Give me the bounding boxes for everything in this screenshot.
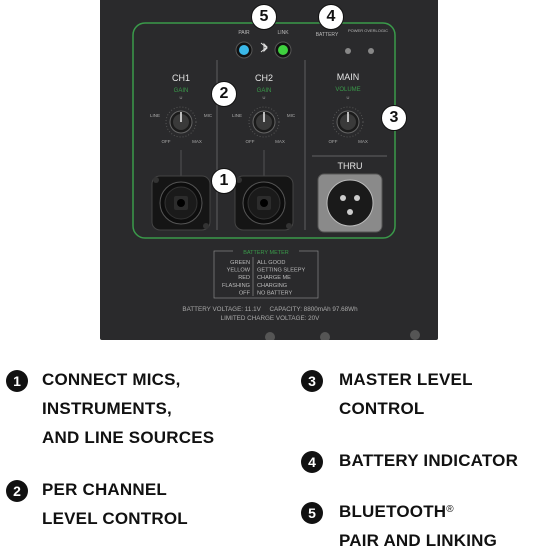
caption-1-line-2: INSTRUMENTS, — [42, 399, 172, 418]
link-label: LINK — [277, 30, 289, 36]
ch2-mic-mark: MIC — [287, 113, 296, 118]
caption-5-line-1: BLUETOOTH® — [339, 502, 454, 522]
meter-color-0: GREEN — [230, 260, 250, 266]
caption-1-line-1: CONNECT MICS, — [42, 370, 181, 389]
caption-2-line-1: PER CHANNEL — [42, 480, 167, 499]
callout-1: 1 — [211, 168, 237, 194]
battery-meter-title-bg — [233, 248, 299, 255]
callout-5: 5 — [251, 4, 277, 30]
ch1-gain-knob[interactable] — [165, 106, 197, 138]
ch2-line-mark: LINE — [232, 113, 242, 118]
ch1-mic-mark: MIC — [204, 113, 213, 118]
control-panel: PAIR LINK BATTERY POWER OVERLOGIC CH1 GA… — [100, 0, 438, 340]
main-volume-knob[interactable] — [332, 106, 364, 138]
spec-line-1: BATTERY VOLTAGE: 11.1V CAPACITY: 8800mAh… — [182, 306, 358, 313]
power-led — [368, 48, 374, 54]
caption-4-badge: 4 — [301, 451, 323, 473]
thru-label: THRU — [338, 161, 363, 171]
link-led — [278, 45, 288, 55]
caption-3-badge: 3 — [301, 370, 323, 392]
ch1-max-mark: MAX — [192, 139, 202, 144]
caption-1-line-3: AND LINE SOURCES — [42, 428, 215, 447]
caption-2-badge: 2 — [6, 480, 28, 502]
caption-3-line-1: MASTER LEVEL — [339, 370, 473, 389]
meter-status-2: CHARGE ME — [257, 275, 291, 281]
meter-color-3: FLASHING — [222, 283, 250, 289]
spec-line-2: LIMITED CHARGE VOLTAGE: 20V — [221, 315, 321, 322]
volume-label: VOLUME — [335, 87, 360, 93]
caption-5-line-1-text: BLUETOOTH — [339, 502, 447, 521]
ch1-combo-jack[interactable] — [151, 175, 211, 231]
battery-meter-rows: GREEN ALL GOOD YELLOW GETTING SLEEPY RED CHAR… — [222, 260, 305, 296]
callout-3: 3 — [381, 105, 407, 131]
panel-artwork: PAIR LINK BATTERY POWER OVERLOGIC CH1 GA… — [132, 22, 420, 340]
callout-4: 4 — [318, 4, 344, 30]
meter-status-1: GETTING SLEEPY — [257, 268, 305, 274]
ch1-label: CH1 — [172, 73, 190, 83]
battery-label: BATTERY — [316, 32, 339, 38]
main-off-mark: OFF — [329, 139, 338, 144]
caption-5-badge: 5 — [301, 502, 323, 524]
meter-color-4: OFF — [239, 290, 251, 296]
ch2-gain-knob[interactable] — [248, 106, 280, 138]
caption-1-badge: 1 — [6, 370, 28, 392]
main-label: MAIN — [337, 72, 360, 82]
meter-status-0: ALL GOOD — [257, 260, 285, 266]
meter-status-3: CHARGING — [257, 283, 287, 289]
ch2-combo-jack[interactable] — [234, 175, 294, 231]
ch2-max-mark: MAX — [275, 139, 285, 144]
caption-3-line-2: CONTROL — [339, 399, 425, 418]
ch1-gain-label: GAIN — [174, 88, 189, 94]
ch2-off-mark: OFF — [246, 139, 255, 144]
screw-icon — [410, 330, 420, 340]
ch2-gain-label: GAIN — [257, 88, 272, 94]
thru-xlr-jack[interactable] — [317, 173, 383, 233]
ch1-line-mark: LINE — [150, 113, 160, 118]
pair-led — [239, 45, 249, 55]
ch1-off-mark: OFF — [162, 139, 171, 144]
ch2-label: CH2 — [255, 73, 273, 83]
main-u-mark: U — [347, 95, 350, 100]
screw-icon — [265, 332, 275, 340]
meter-status-4: NO BATTERY — [257, 290, 292, 296]
ch1-u-mark: U — [180, 95, 183, 100]
power-overlogic-label: POWER OVERLOGIC — [348, 28, 388, 33]
screw-icon — [320, 332, 330, 340]
ch2-u-mark: U — [263, 95, 266, 100]
caption-5-line-2: PAIR AND LINKING — [339, 531, 498, 550]
caption-4-line-1: BATTERY INDICATOR — [339, 451, 519, 470]
battery-meter-title: BATTERY METER — [243, 250, 289, 256]
battery-led — [345, 48, 351, 54]
bluetooth-icon — [260, 42, 268, 53]
registered-mark: ® — [446, 504, 454, 515]
meter-color-2: RED — [238, 275, 250, 281]
caption-2-line-2: LEVEL CONTROL — [42, 509, 188, 528]
pair-label: PAIR — [238, 30, 250, 36]
main-max-mark: MAX — [358, 139, 368, 144]
meter-color-1: YELLOW — [227, 268, 251, 274]
callout-2: 2 — [211, 81, 237, 107]
